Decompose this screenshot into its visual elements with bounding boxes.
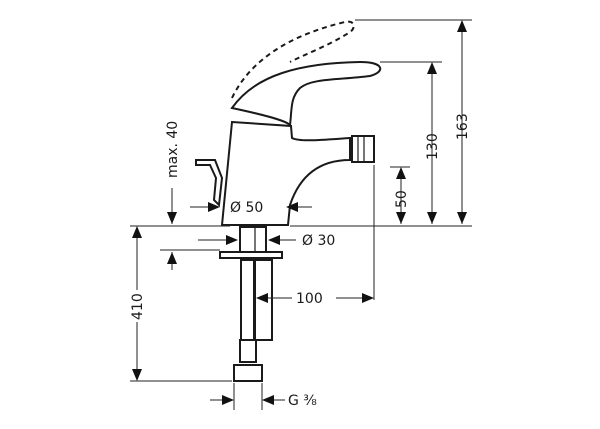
dim-163-label: 163 bbox=[455, 113, 471, 140]
dim-410-label: 410 bbox=[130, 293, 146, 320]
tap-body bbox=[220, 120, 351, 226]
dim-dia30-label: Ø 30 bbox=[302, 233, 335, 249]
connector-fitting bbox=[239, 339, 257, 363]
hose-left bbox=[240, 259, 255, 341]
pop-up-rod bbox=[195, 159, 224, 208]
dim-100-label: 100 bbox=[296, 291, 323, 307]
mounting-plate bbox=[219, 251, 283, 259]
dim-max40-label: max. 40 bbox=[165, 121, 181, 178]
spout-nozzle bbox=[351, 135, 375, 163]
shank bbox=[239, 226, 267, 253]
lever-raised-outline bbox=[231, 20, 355, 99]
dim-thread-label: G ⅜ bbox=[288, 393, 317, 409]
connector-nut bbox=[233, 364, 263, 382]
dim-130-label: 130 bbox=[425, 133, 441, 160]
dim-50-label: 50 bbox=[394, 190, 410, 208]
lever-handle bbox=[230, 60, 382, 128]
dim-dia50-label: Ø 50 bbox=[230, 200, 263, 216]
